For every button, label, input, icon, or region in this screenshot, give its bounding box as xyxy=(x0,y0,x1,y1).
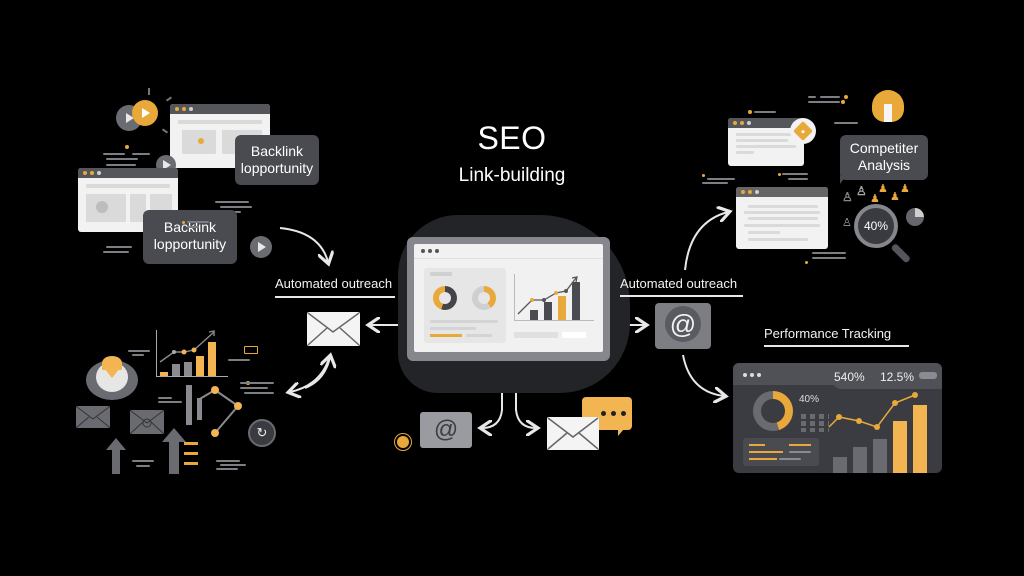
at-sign-icon: @ xyxy=(420,412,472,448)
magnifier-value: 40% xyxy=(863,219,889,233)
performance-dashboard: 540% 12.5% 40% xyxy=(733,363,942,473)
trend-line xyxy=(828,392,918,430)
analytics-cluster: ↻ xyxy=(70,310,350,490)
bar-line-chart xyxy=(514,274,596,326)
mini-bar-chart xyxy=(156,330,228,378)
refresh-icon: ↻ xyxy=(248,419,276,447)
diagram-title: SEO xyxy=(477,120,547,156)
arrow-up-icon xyxy=(106,438,126,450)
diagram-subtitle: Link-building xyxy=(458,165,566,186)
network-graph xyxy=(186,385,242,437)
envelope-icon xyxy=(307,312,360,346)
envelope-icon xyxy=(130,410,164,434)
envelope-icon xyxy=(76,406,110,428)
backlink-cluster: Backlink lopportunity Backlink lopportun… xyxy=(70,88,370,280)
play-icon xyxy=(250,236,272,258)
label-underline xyxy=(620,295,743,297)
pawn-icon xyxy=(872,90,904,122)
magnifier-icon: 40% xyxy=(854,204,898,248)
backlink-opportunity-bubble: Backlink lopportunity xyxy=(143,210,237,264)
at-sign-icon: @ xyxy=(655,303,711,349)
pie-icon xyxy=(906,208,924,226)
automated-outreach-label: Automated outreach xyxy=(275,276,393,291)
play-icon-highlighted xyxy=(132,100,158,126)
donut-chart xyxy=(753,391,793,431)
donut-value: 40% xyxy=(799,394,820,405)
automated-outreach-label: Automated outreach xyxy=(620,276,738,291)
donut-chart xyxy=(472,286,496,310)
arrow-up-icon xyxy=(162,428,186,442)
browser-window xyxy=(736,187,828,249)
stat-value: 540% xyxy=(834,370,865,384)
donut-chart xyxy=(433,286,457,310)
competitor-analysis-bubble: Competiter Analysis xyxy=(840,135,928,180)
envelope-icon xyxy=(547,417,599,450)
stat-value: 12.5% xyxy=(880,370,915,384)
backlink-opportunity-bubble: Backlink lopportunity xyxy=(235,135,319,185)
target-icon xyxy=(790,118,816,144)
label-underline xyxy=(275,296,395,298)
label-underline xyxy=(764,345,909,347)
central-dashboard xyxy=(407,237,610,361)
competitor-cluster: Competiter Analysis ♙ ♙ ♟ ♟ ♟ ♟ ♙ 40% xyxy=(680,80,950,280)
sun-icon xyxy=(397,436,409,448)
performance-tracking-label: Performance Tracking xyxy=(764,326,892,341)
